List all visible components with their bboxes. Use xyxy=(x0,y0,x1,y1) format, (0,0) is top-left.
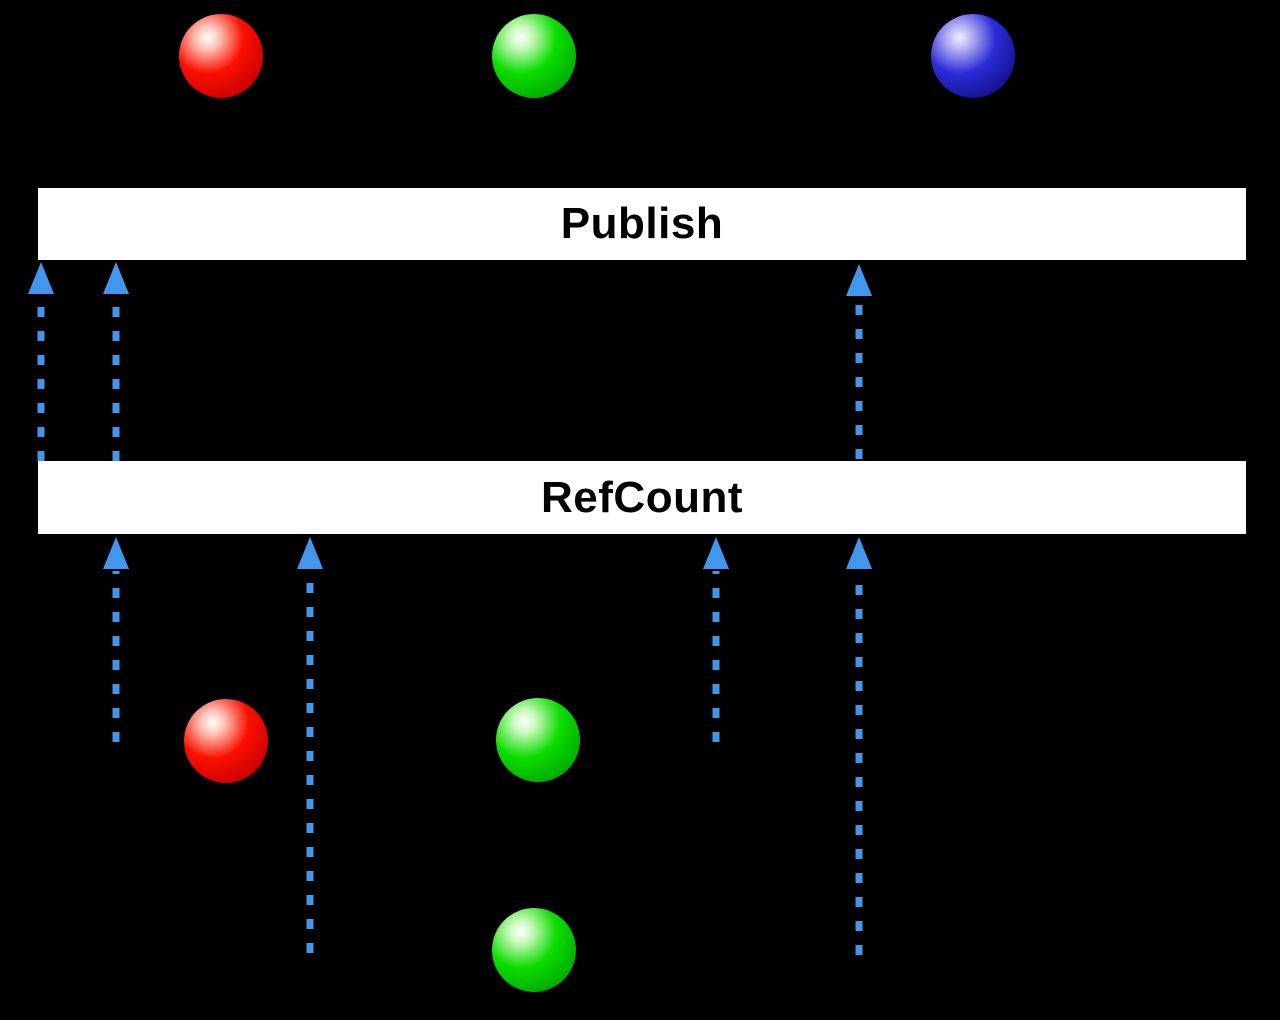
subscriber1-marble-green xyxy=(496,698,580,782)
source-marble-green xyxy=(492,14,576,98)
subscriber1-marble-red xyxy=(184,699,268,783)
refcount-to-publish-arrow-1 xyxy=(28,262,54,461)
refcount-to-publish-arrow-3 xyxy=(846,264,872,459)
subscription-arrows xyxy=(28,262,872,955)
source-marble-red xyxy=(179,14,263,98)
refcount-operator-label: RefCount xyxy=(541,472,743,522)
subscriber-to-refcount-arrow-4 xyxy=(846,537,872,955)
subscriber-to-refcount-arrow-1 xyxy=(103,537,129,742)
refcount-to-publish-arrow-2 xyxy=(103,262,129,461)
marbles xyxy=(179,14,1015,992)
publish-operator-box: Publish xyxy=(38,188,1246,260)
source-marble-blue xyxy=(931,14,1015,98)
subscriber-to-refcount-arrow-2 xyxy=(297,537,323,953)
subscriber2-marble-green xyxy=(492,908,576,992)
subscriber-to-refcount-arrow-3 xyxy=(703,537,729,742)
refcount-operator-box: RefCount xyxy=(38,461,1246,534)
publish-operator-label: Publish xyxy=(560,199,724,248)
